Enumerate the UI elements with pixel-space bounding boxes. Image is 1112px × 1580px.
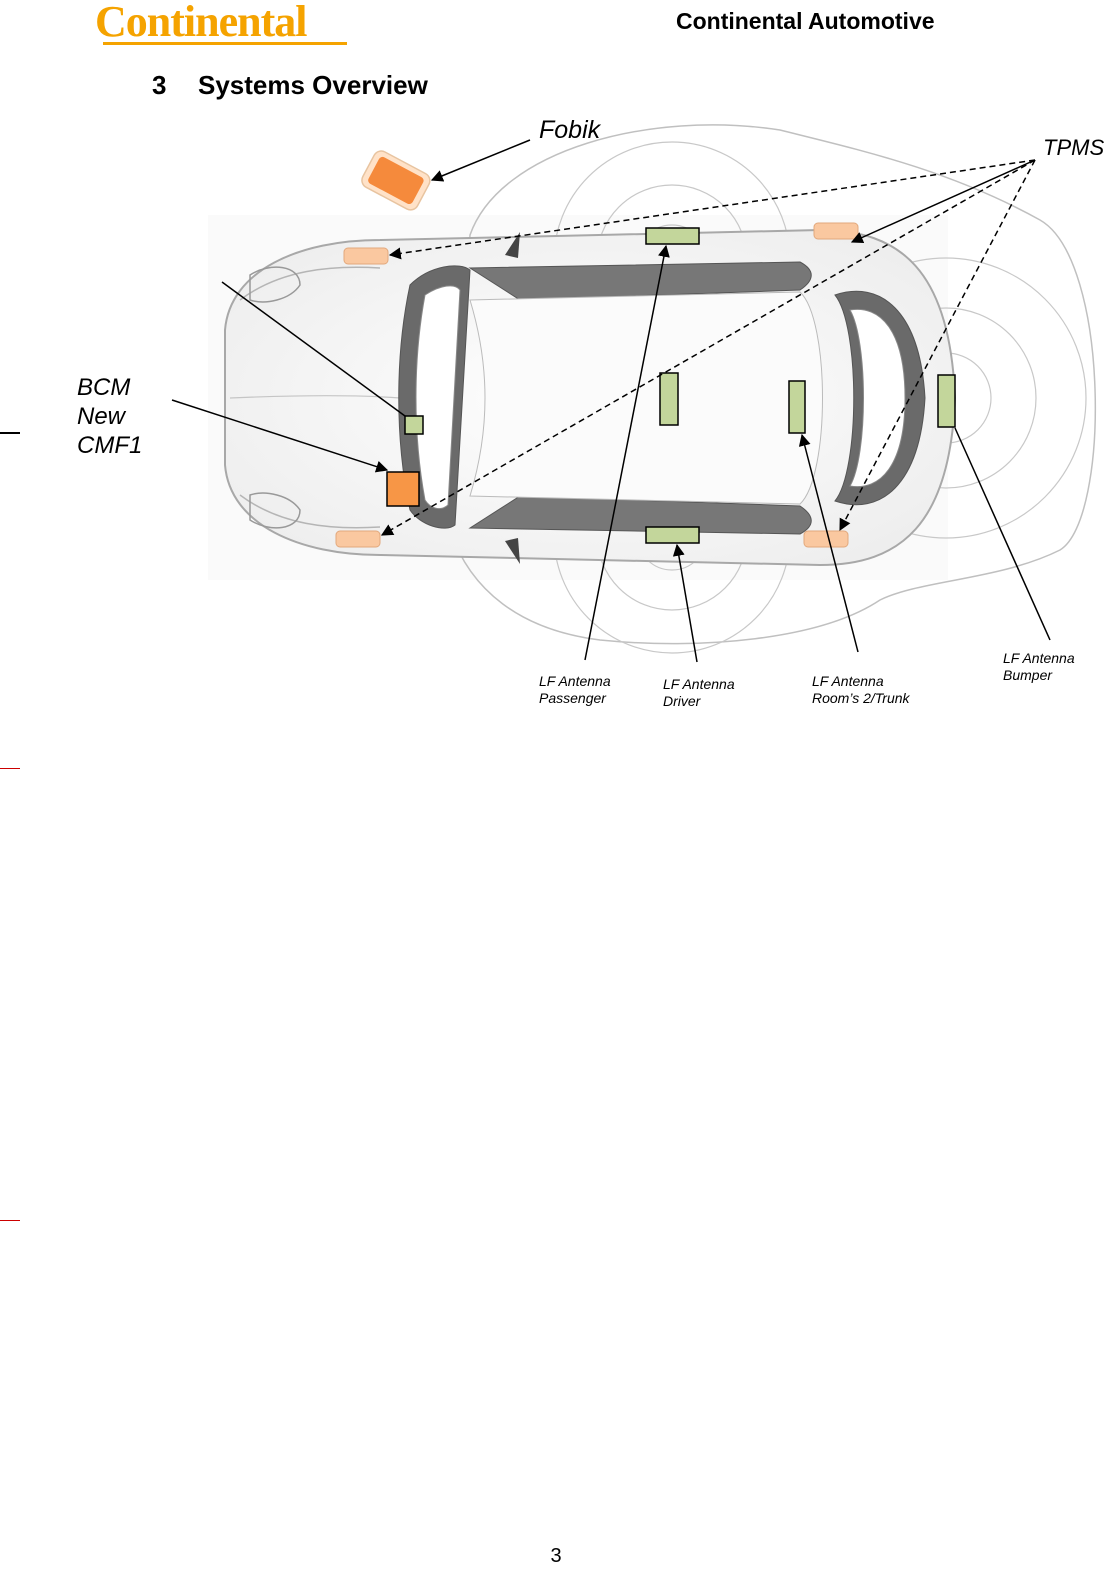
lf-passenger-label: LF Antenna Passenger <box>539 673 611 707</box>
bcm-label-line2: New <box>77 403 126 430</box>
logo-wordmark: Continental <box>95 0 307 46</box>
tpms-sensor-rear-left <box>813 222 859 240</box>
small-module <box>404 415 424 435</box>
lf-antenna-passenger <box>645 227 700 245</box>
tpms-sensor-rear-right <box>803 530 849 548</box>
lf-passenger-label-line1: LF Antenna <box>539 673 611 689</box>
lf-bumper-label-line1: LF Antenna <box>1003 650 1075 666</box>
tpms-leader-lines <box>380 159 1036 536</box>
lf-antenna-room2-trunk <box>788 380 806 434</box>
lf-bumper-label: LF Antenna Bumper <box>1003 650 1075 684</box>
bcm-module <box>386 471 420 507</box>
module-leader <box>221 281 406 417</box>
section-heading: 3 Systems Overview <box>152 70 428 101</box>
fobik-leader <box>430 139 531 182</box>
tpms-label: TPMS <box>1043 135 1105 160</box>
lf-passenger-label-line2: Passenger <box>539 690 606 706</box>
bcm-label: BCM New CMF1 <box>77 373 142 460</box>
lf-antenna-room1 <box>659 372 679 426</box>
lf-room2-trunk-label-line2: Room’s 2/Trunk <box>812 690 910 706</box>
lf-antenna-leaders <box>584 244 1051 663</box>
margin-mark-red-1 <box>0 768 20 769</box>
bcm-label-line3: CMF1 <box>77 432 143 459</box>
lf-driver-label-line2: Driver <box>663 693 701 709</box>
margin-mark-black <box>0 432 20 434</box>
lf-bumper-label-line2: Bumper <box>1003 667 1053 683</box>
fobik-key-fob <box>361 150 431 211</box>
lf-room2-trunk-label-line1: LF Antenna <box>812 673 884 689</box>
fobik-label: Fobik <box>539 116 601 144</box>
lf-antenna-driver <box>645 526 700 544</box>
lf-room2-trunk-label: LF Antenna Room’s 2/Trunk <box>812 673 910 707</box>
tpms-solid-leader <box>850 159 1036 244</box>
lf-antenna-bumper <box>937 374 956 428</box>
page-number: 3 <box>550 1545 562 1567</box>
tpms-sensor-front-right <box>335 530 381 548</box>
lf-field-envelope <box>449 124 1097 645</box>
continental-logo: Continental <box>95 0 355 48</box>
tpms-sensor-front-left <box>343 247 389 265</box>
section-title: Systems Overview <box>198 70 428 100</box>
company-name: Continental Automotive <box>676 8 935 34</box>
logo-underline <box>103 42 347 45</box>
margin-mark-red-2 <box>0 1220 20 1221</box>
car-body <box>224 228 957 567</box>
bcm-leader <box>171 399 389 473</box>
system-diagram <box>171 124 1097 663</box>
section-number: 3 <box>152 70 167 100</box>
lf-driver-label: LF Antenna Driver <box>663 676 735 710</box>
bcm-label-line1: BCM <box>77 374 131 401</box>
lf-driver-label-line1: LF Antenna <box>663 676 735 692</box>
